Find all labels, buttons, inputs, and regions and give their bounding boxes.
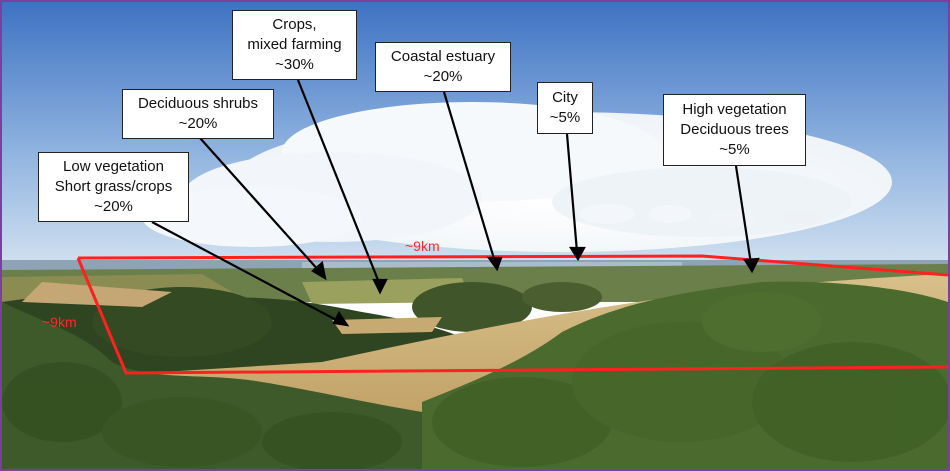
label-high-veg-line3: ~5% <box>719 141 750 158</box>
label-high-veg-line1: High vegetation <box>682 101 787 118</box>
label-coastal-line1: Coastal estuary <box>390 48 496 65</box>
label-deciduous-shrubs: Deciduous shrubs ~20% <box>122 89 274 139</box>
small-clouds <box>579 204 822 226</box>
label-coastal-estuary: Coastal estuary ~20% <box>375 42 511 92</box>
label-low-veg-line1: Low vegetation <box>63 158 164 175</box>
annotation-arrows <box>151 79 760 327</box>
label-city-line1: City <box>552 89 578 106</box>
label-high-veg-line2: Deciduous trees <box>680 121 789 138</box>
distance-label-left: ~9km <box>42 314 77 330</box>
label-city: City ~5% <box>537 82 593 134</box>
distance-label-top: ~9km <box>405 238 440 254</box>
label-shrubs-line1: Deciduous shrubs <box>137 95 259 112</box>
label-crops-line3: ~30% <box>275 56 314 73</box>
label-low-veg-line3: ~20% <box>94 198 133 215</box>
estuary-water <box>302 262 682 268</box>
label-low-vegetation: Low vegetation Short grass/crops ~20% <box>38 152 189 222</box>
label-low-veg-line2: Short grass/crops <box>54 178 173 195</box>
label-shrubs-line2: ~20% <box>178 115 218 132</box>
label-coastal-line2: ~20% <box>423 68 463 85</box>
foliage-texture <box>2 292 948 469</box>
label-crops-mixed-farming: Crops, mixed farming ~30% <box>232 10 357 80</box>
label-crops-line2: mixed farming <box>247 36 342 53</box>
study-area-boundary <box>77 254 948 277</box>
label-city-line2: ~5% <box>549 109 581 126</box>
label-crops-line1: Crops, <box>272 16 317 33</box>
label-high-vegetation: High vegetation Deciduous trees ~5% <box>663 94 806 166</box>
